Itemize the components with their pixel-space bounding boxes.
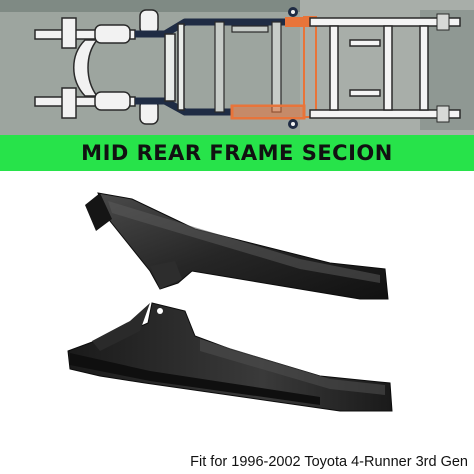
fitment-caption: Fit for 1996-2002 Toyota 4-Runner 3rd Ge… (190, 454, 468, 470)
frame-diagram (0, 0, 474, 135)
lower-brace-part (67, 302, 393, 412)
section-banner: MID REAR FRAME SECION (0, 135, 474, 171)
frame-illustration (0, 0, 474, 135)
upper-brace-part (85, 192, 389, 300)
product-photo (0, 171, 474, 451)
banner-title: MID REAR FRAME SECION (81, 141, 393, 165)
frame-brace-parts (67, 192, 393, 412)
